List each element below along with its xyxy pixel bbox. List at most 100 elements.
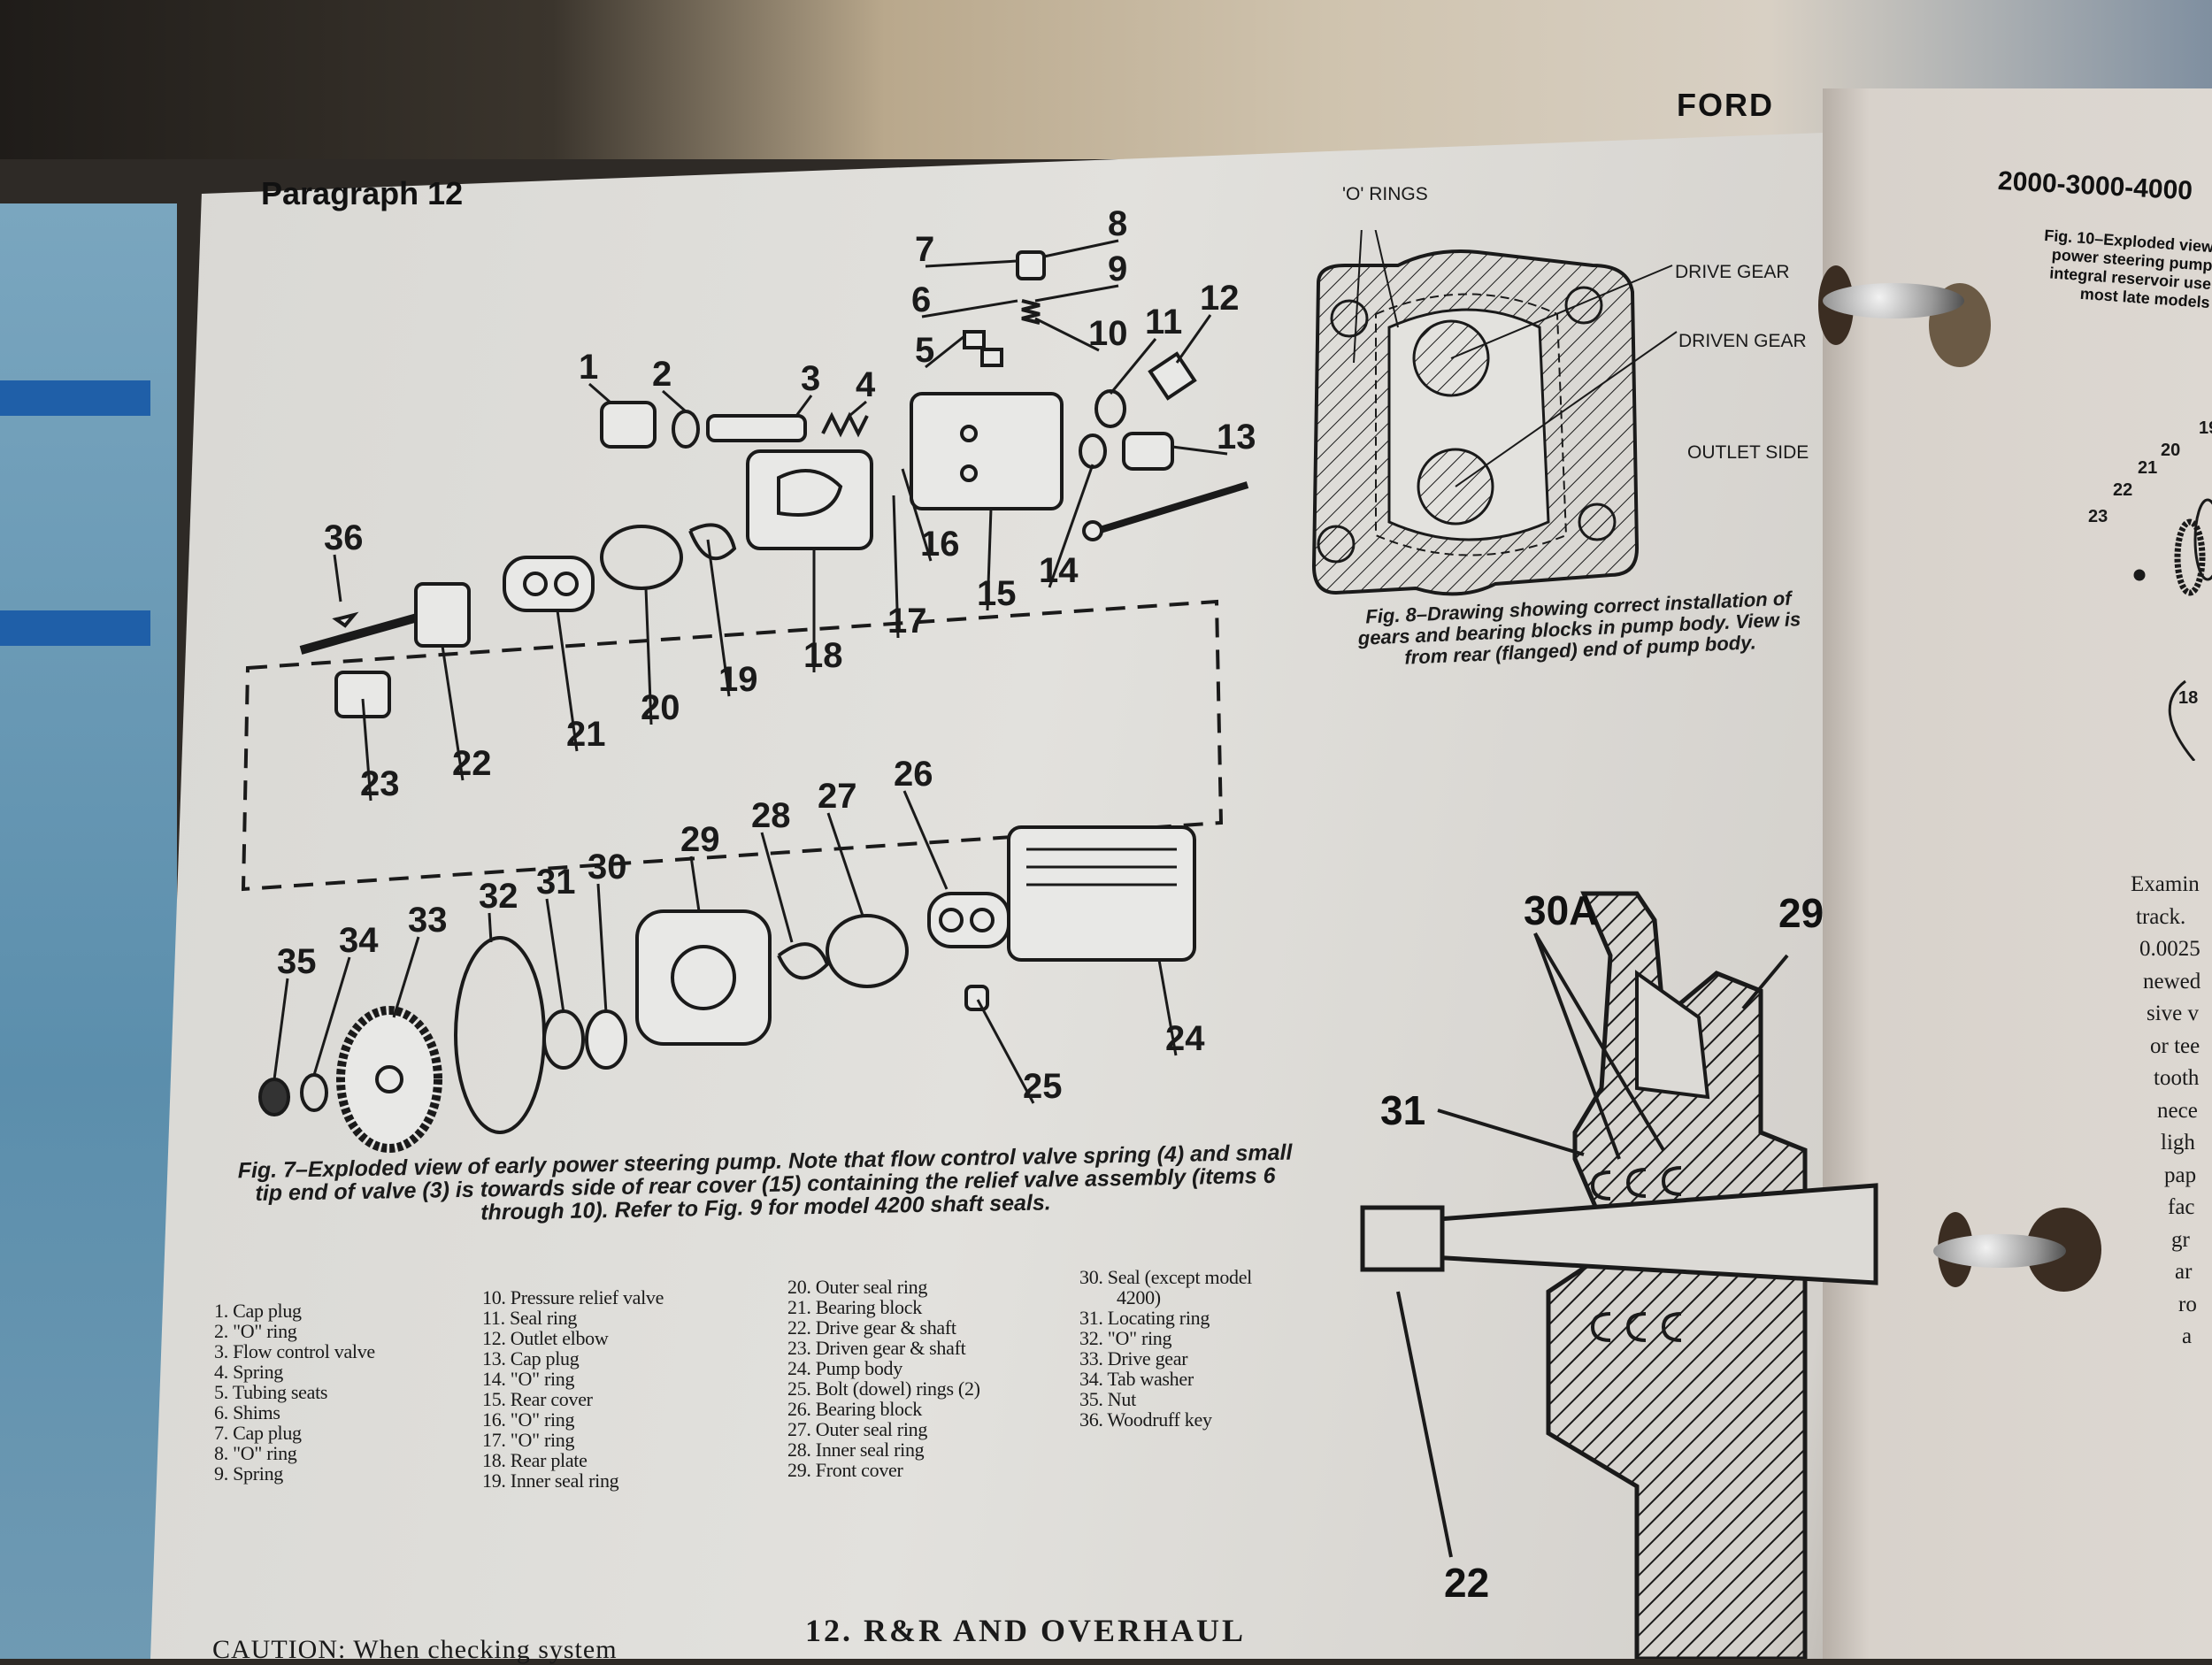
fig7-leader-line: [361, 698, 373, 802]
caution-text: CAUTION: When checking system: [212, 1635, 618, 1664]
fig7-callout-27: 27: [818, 777, 857, 816]
fig7-callout-33: 33: [408, 901, 448, 940]
fig7-leader-line: [925, 259, 1018, 268]
legend-item: 10. Pressure relief valve: [482, 1286, 664, 1308]
fig7-leader-line: [644, 587, 653, 725]
fig7-leader-line: [588, 382, 611, 404]
part-cap-plug-13: [1122, 432, 1174, 471]
fig10-callout: 22: [2113, 480, 2132, 500]
text-line: sive v: [2147, 1001, 2200, 1025]
fig7-callout-23: 23: [360, 764, 400, 803]
fig7-callout-22: 22: [452, 744, 492, 783]
part-flow-control-valve: [706, 414, 807, 442]
fig7-callout-8: 8: [1108, 204, 1127, 243]
legend-item: 27. Outer seal ring: [787, 1418, 928, 1440]
legend-item: 4200): [1117, 1286, 1161, 1308]
fig7-callout-1: 1: [579, 348, 598, 387]
fig9-shaft-seal-section: [1360, 891, 1878, 1659]
fig10-callout: 20: [2161, 441, 2180, 460]
fig7-callout-17: 17: [887, 602, 927, 641]
fig7-callout-11: 11: [1145, 303, 1182, 341]
fig7-leader-line: [706, 539, 731, 697]
legend-item: 6. Shims: [214, 1401, 280, 1423]
fig7-leader-line: [902, 790, 949, 890]
legend-item: 14. "O" ring: [482, 1368, 575, 1390]
fig7-callout-5: 5: [915, 331, 934, 370]
binder-cover: [0, 203, 177, 1659]
cover-stripe: [0, 380, 150, 416]
part-outlet-elbow: [1148, 351, 1197, 401]
legend-item: 22. Drive gear & shaft: [787, 1316, 956, 1339]
label-outlet-side: OUTLET SIDE: [1687, 442, 1809, 463]
fig7-leader-line: [976, 999, 1035, 1104]
cover-stripe: [0, 610, 150, 646]
part-drive-gear: [414, 582, 471, 648]
part-woodruff-key: [332, 611, 359, 628]
text-line: pap: [2164, 1162, 2197, 1187]
fig7-leader-line: [1034, 317, 1100, 352]
fig7-callout-32: 32: [479, 877, 518, 916]
part-tab-washer: [300, 1073, 328, 1112]
legend-item: 23. Driven gear & shaft: [787, 1337, 966, 1359]
legend-item: 34. Tab washer: [1079, 1368, 1194, 1390]
legend-item: 28. Inner seal ring: [787, 1439, 925, 1461]
fig7-leader-line: [488, 912, 493, 943]
legend-item: 9. Spring: [214, 1462, 283, 1485]
fig10-callout: 23: [2088, 507, 2108, 526]
fig7-callout-28: 28: [751, 796, 791, 835]
fig7-callout-16: 16: [920, 525, 960, 564]
legend-item: 7. Cap plug: [214, 1422, 302, 1444]
legend-item: 15. Rear cover: [482, 1388, 593, 1410]
fig7-leader-line: [1043, 239, 1119, 258]
fig7-callout-24: 24: [1165, 1019, 1205, 1058]
part-rear-plate: [746, 449, 873, 550]
fig7-callout-15: 15: [977, 574, 1017, 613]
fig7-leader-line: [1171, 445, 1228, 456]
fig7-leader-line: [273, 978, 289, 1080]
text-line: newed: [2143, 969, 2201, 994]
fig7-leader-line: [545, 898, 565, 1014]
fig7-leader-line: [662, 389, 687, 413]
fig7-leader-line: [760, 832, 794, 943]
legend-column-3: 20. Outer seal ring 21. Bearing block 22…: [787, 1277, 980, 1480]
part-nut: [258, 1078, 290, 1116]
fig7-leader-line: [925, 334, 965, 369]
fig7-leader-line: [901, 468, 933, 562]
fig7-leader-line: [986, 508, 993, 611]
legend-item: 11. Seal ring: [482, 1307, 578, 1329]
fig7-leader-line: [392, 936, 420, 1018]
binder-ring: [1933, 1234, 2066, 1268]
legend-item: 2. "O" ring: [214, 1320, 297, 1342]
legend-item: 33. Drive gear: [1079, 1347, 1188, 1370]
fig7-callout-35: 35: [277, 942, 317, 981]
fig7-leader-line: [1175, 314, 1212, 364]
fig10-exploded-view: 23 22 21 20 19 18: [2088, 418, 2212, 761]
legend-item: 16. "O" ring: [482, 1408, 575, 1431]
legend-item: 25. Bolt (dowel) rings (2): [787, 1377, 980, 1400]
part-driven-gear: [334, 671, 391, 718]
part-spring: [821, 411, 869, 438]
fig7-leader-line: [1157, 959, 1178, 1056]
part-dowel: [964, 985, 989, 1011]
right-page: [1823, 88, 2212, 1659]
fig7-callout-9: 9: [1108, 249, 1127, 288]
label-o-rings: 'O' RINGS: [1342, 184, 1428, 204]
text-line: ligh: [2161, 1131, 2195, 1155]
part-seal: [585, 1009, 627, 1070]
legend-item: 29. Front cover: [787, 1459, 903, 1481]
fig7-callout-31: 31: [536, 863, 576, 902]
fig7-leader-line: [826, 812, 864, 917]
legend-item: 8. "O" ring: [214, 1442, 297, 1464]
part-inner-seal-ring: [688, 523, 737, 561]
legend-item: 4. Spring: [214, 1361, 283, 1383]
fig10-callout: 18: [2178, 688, 2198, 708]
legend-item: 35. Nut: [1079, 1388, 1136, 1410]
legend-item: 5. Tubing seats: [214, 1381, 328, 1403]
fig7-callout-29: 29: [680, 820, 720, 859]
fig7-leader-line: [1034, 284, 1119, 303]
legend-column-1: 1. Cap plug 2. "O" ring 3. Flow control …: [214, 1301, 375, 1484]
legend-column-4: 30. Seal (except model 4200) 31. Locatin…: [1079, 1267, 1252, 1430]
fig7-leader-line: [892, 495, 900, 639]
right-page-body-text: Examin track. 0.0025 newed sive v or tee…: [2131, 869, 2200, 1354]
fig7-callout-25: 25: [1023, 1067, 1063, 1106]
